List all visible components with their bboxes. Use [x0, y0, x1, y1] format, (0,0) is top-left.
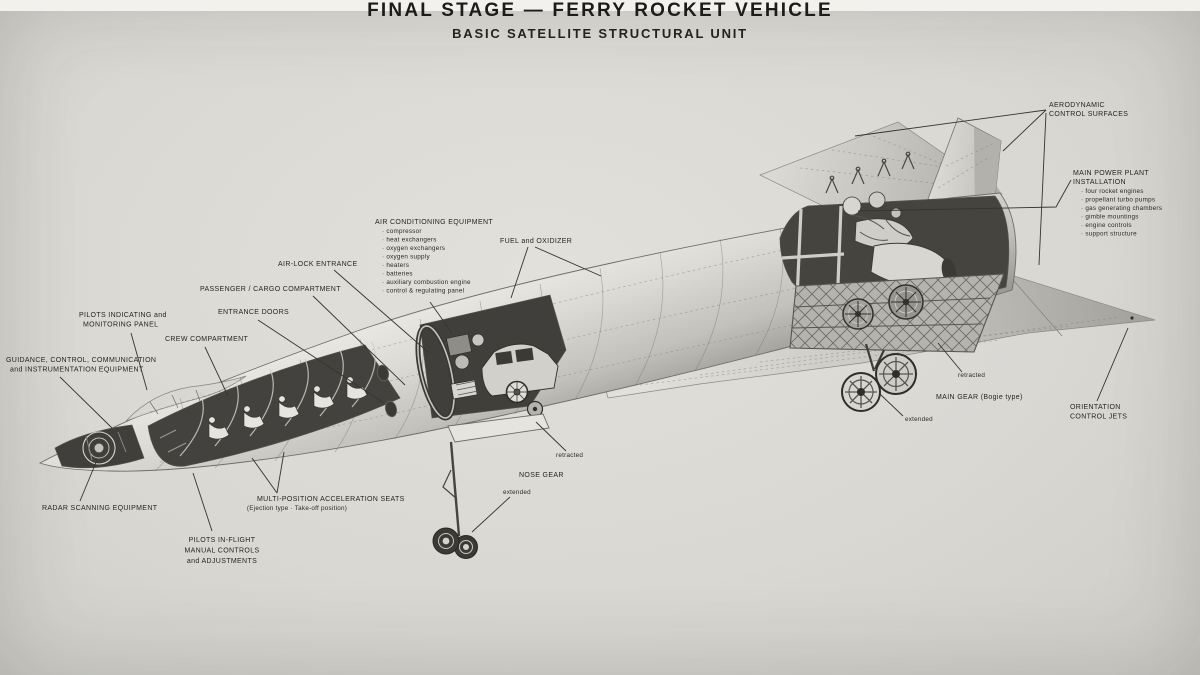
instrument-racks [159, 429, 187, 453]
leader-orientation-jets [1096, 327, 1129, 402]
leader-maingear-extended [879, 393, 904, 417]
label-guidance: GUIDANCE, CONTROL, COMMUNICATION [6, 357, 156, 364]
label-ac-item: · compressor [382, 228, 422, 235]
label-orientation-jets: ORIENTATION [1070, 404, 1121, 411]
label-ac-item: · oxygen exchangers [382, 245, 445, 252]
label-ac-item: · batteries [382, 271, 413, 278]
canopy-frames [149, 389, 201, 415]
label-main-power-plant: MAIN POWER PLANT [1073, 170, 1149, 177]
cargo-bay-cutaway [415, 294, 567, 421]
leader-entrance-doors [257, 319, 385, 404]
label-guidance-2: and INSTRUMENTATION EQUIPMENT [10, 367, 144, 374]
photo-edge [0, 0, 1200, 11]
label-nose-gear-retracted: retracted [556, 452, 583, 459]
label-pilots-controls-2: MANUAL CONTROLS [184, 548, 259, 555]
leader-guidance [59, 376, 113, 429]
leader-pilots-controls [192, 472, 213, 532]
leader-seats [251, 451, 285, 494]
main-gear-stowed-wheels [842, 284, 924, 330]
label-air-conditioning: AIR CONDITIONING EQUIPMENT [375, 219, 493, 226]
leader-passenger-cargo [312, 295, 406, 386]
label-crew-compartment: CREW COMPARTMENT [165, 336, 248, 343]
label-power-item: · gimble mountings [1081, 214, 1139, 221]
label-radar: RADAR SCANNING EQUIPMENT [42, 505, 158, 512]
leader-radar [79, 459, 98, 502]
wing-root-truss [789, 273, 1005, 353]
radar-cutaway [54, 424, 145, 469]
label-ac-item: · control & regulating panel [382, 288, 464, 295]
label-pilots-panel-2: MONITORING PANEL [83, 322, 158, 329]
label-ac-item: · heat exchangers [382, 237, 437, 244]
engine-plumbing [849, 214, 911, 241]
leader-aero-farwing [854, 109, 1047, 137]
label-seats-2: (Ejection type · Take-off position) [247, 505, 347, 512]
label-main-gear-extended: extended [905, 416, 933, 423]
leader-air-conditioning [429, 301, 453, 334]
label-pilots-controls-3: and ADJUSTMENTS [187, 558, 257, 565]
nose-gear-extended [432, 413, 550, 559]
wingtip-jet [1130, 316, 1134, 320]
entrance-door-openings [376, 364, 398, 418]
leader-air-lock [333, 269, 429, 353]
rocket-engines [842, 191, 957, 288]
leader-crew-compartment [204, 346, 229, 397]
label-main-gear: MAIN GEAR (Bogie type) [936, 394, 1023, 401]
diagram-subtitle: BASIC SATELLITE STRUCTURAL UNIT [452, 26, 748, 41]
leader-fuel-oxidizer [510, 246, 602, 299]
leader-power-plant [857, 179, 1072, 212]
label-entrance-doors: ENTRANCE DOORS [218, 309, 289, 316]
label-main-power-plant-2: INSTALLATION [1073, 179, 1126, 186]
label-nose-gear-extended: extended [503, 489, 531, 496]
air-conditioning-machinery [445, 333, 485, 400]
label-pilots-controls: PILOTS IN-FLIGHT [189, 537, 256, 544]
label-ac-item: · auxiliary combustion engine [382, 279, 471, 286]
leader-nosegear-retracted [535, 421, 567, 452]
label-nose-gear: NOSE GEAR [519, 472, 564, 479]
cargo-automobile [481, 343, 559, 404]
label-pilots-panel: PILOTS INDICATING and [79, 312, 167, 319]
label-aerodynamic-control-surfaces: AERODYNAMIC [1049, 102, 1105, 109]
label-power-item: · support structure [1081, 231, 1137, 238]
label-main-gear-retracted: retracted [958, 372, 985, 379]
radar-dish [94, 443, 104, 453]
label-ac-item: · heaters [382, 262, 409, 269]
label-power-item: · gas generating chambers [1081, 205, 1162, 212]
leader-lines [59, 109, 1129, 533]
label-seats: MULTI-POSITION ACCELERATION SEATS [257, 496, 405, 503]
callout-labels: AERODYNAMIC CONTROL SURFACES MAIN POWER … [6, 102, 1162, 565]
crew-compartment-cutaway [147, 341, 401, 467]
engine-support-frames [825, 151, 915, 194]
acceleration-seats-figures [208, 376, 368, 440]
label-power-item: · propellant turbo pumps [1081, 197, 1155, 204]
diagram-title: FINAL STAGE — FERRY ROCKET VEHICLE [367, 0, 833, 21]
leader-nosegear-extended [471, 496, 511, 533]
label-passenger-cargo: PASSENGER / CARGO COMPARTMENT [200, 286, 341, 293]
label-orientation-jets-2: CONTROL JETS [1070, 414, 1127, 421]
turbo-pump [854, 218, 914, 249]
gear-door [447, 413, 550, 443]
label-ac-item: · oxygen supply [382, 254, 430, 261]
label-aerodynamic-control-surfaces-2: CONTROL SURFACES [1049, 111, 1128, 118]
label-fuel-oxidizer: FUEL and OXIDIZER [500, 238, 572, 245]
label-air-lock: AIR-LOCK ENTRANCE [278, 261, 357, 268]
title-block: FINAL STAGE — FERRY ROCKET VEHICLE BASIC… [0, 0, 1200, 41]
label-power-item: · engine controls [1081, 222, 1132, 229]
leader-maingear-retracted [937, 342, 963, 373]
main-gear-extended [841, 343, 917, 412]
leader-aero-elevon [1038, 112, 1047, 266]
leader-aero-fin [1002, 109, 1047, 152]
leader-pilots-panel [130, 332, 148, 391]
label-power-item: · four rocket engines [1081, 188, 1144, 195]
